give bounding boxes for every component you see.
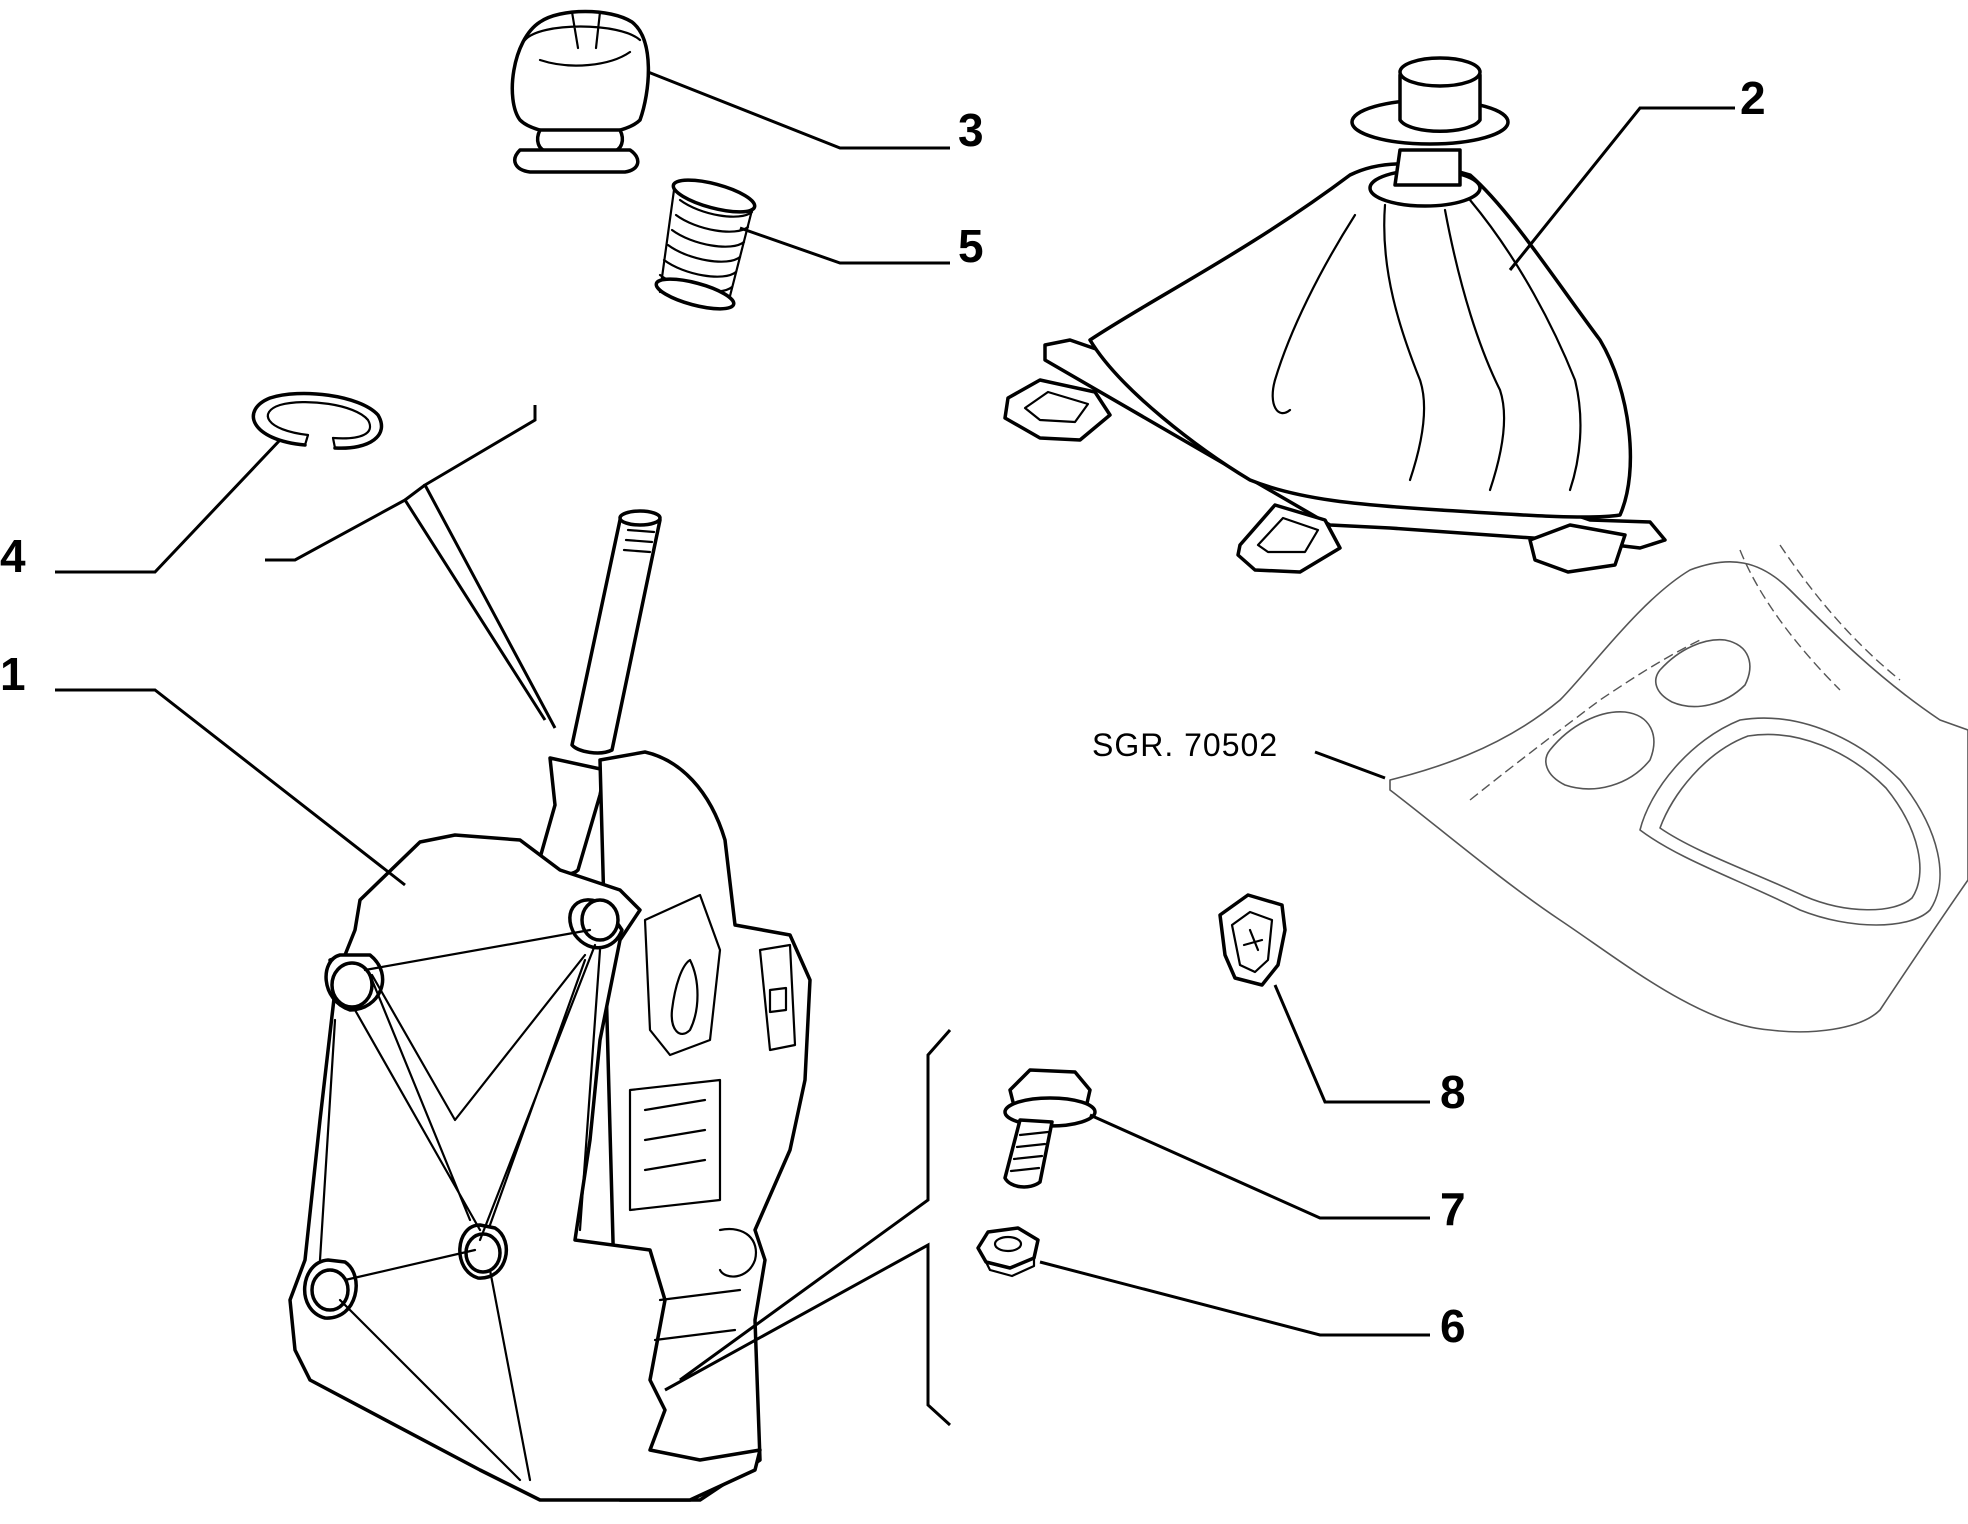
callout-6: 6 — [1440, 1300, 1466, 1352]
bolt-part — [1003, 1068, 1097, 1189]
nut-part — [976, 1226, 1040, 1278]
reference-code: SGR. 70502 — [1092, 727, 1278, 763]
callout-7: 7 — [1440, 1183, 1466, 1235]
callout-3: 3 — [958, 104, 984, 156]
callout-1: 1 — [0, 648, 26, 700]
clip-part — [1218, 893, 1287, 987]
callout-labels: 1 2 3 4 5 6 7 8 SGR. 70502 — [0, 72, 1766, 1352]
leader-lines — [55, 70, 1735, 1427]
callout-2: 2 — [1740, 72, 1766, 124]
callout-4: 4 — [0, 530, 26, 582]
center-console-reference — [1389, 544, 1968, 1033]
callout-5: 5 — [958, 220, 984, 272]
spring-part — [654, 178, 757, 311]
gear-shifter-housing-part — [288, 509, 812, 1502]
snap-ring-part — [251, 391, 384, 450]
gear-knob-part — [510, 9, 651, 174]
callout-8: 8 — [1440, 1066, 1466, 1118]
gear-boot-part — [1003, 56, 1667, 574]
